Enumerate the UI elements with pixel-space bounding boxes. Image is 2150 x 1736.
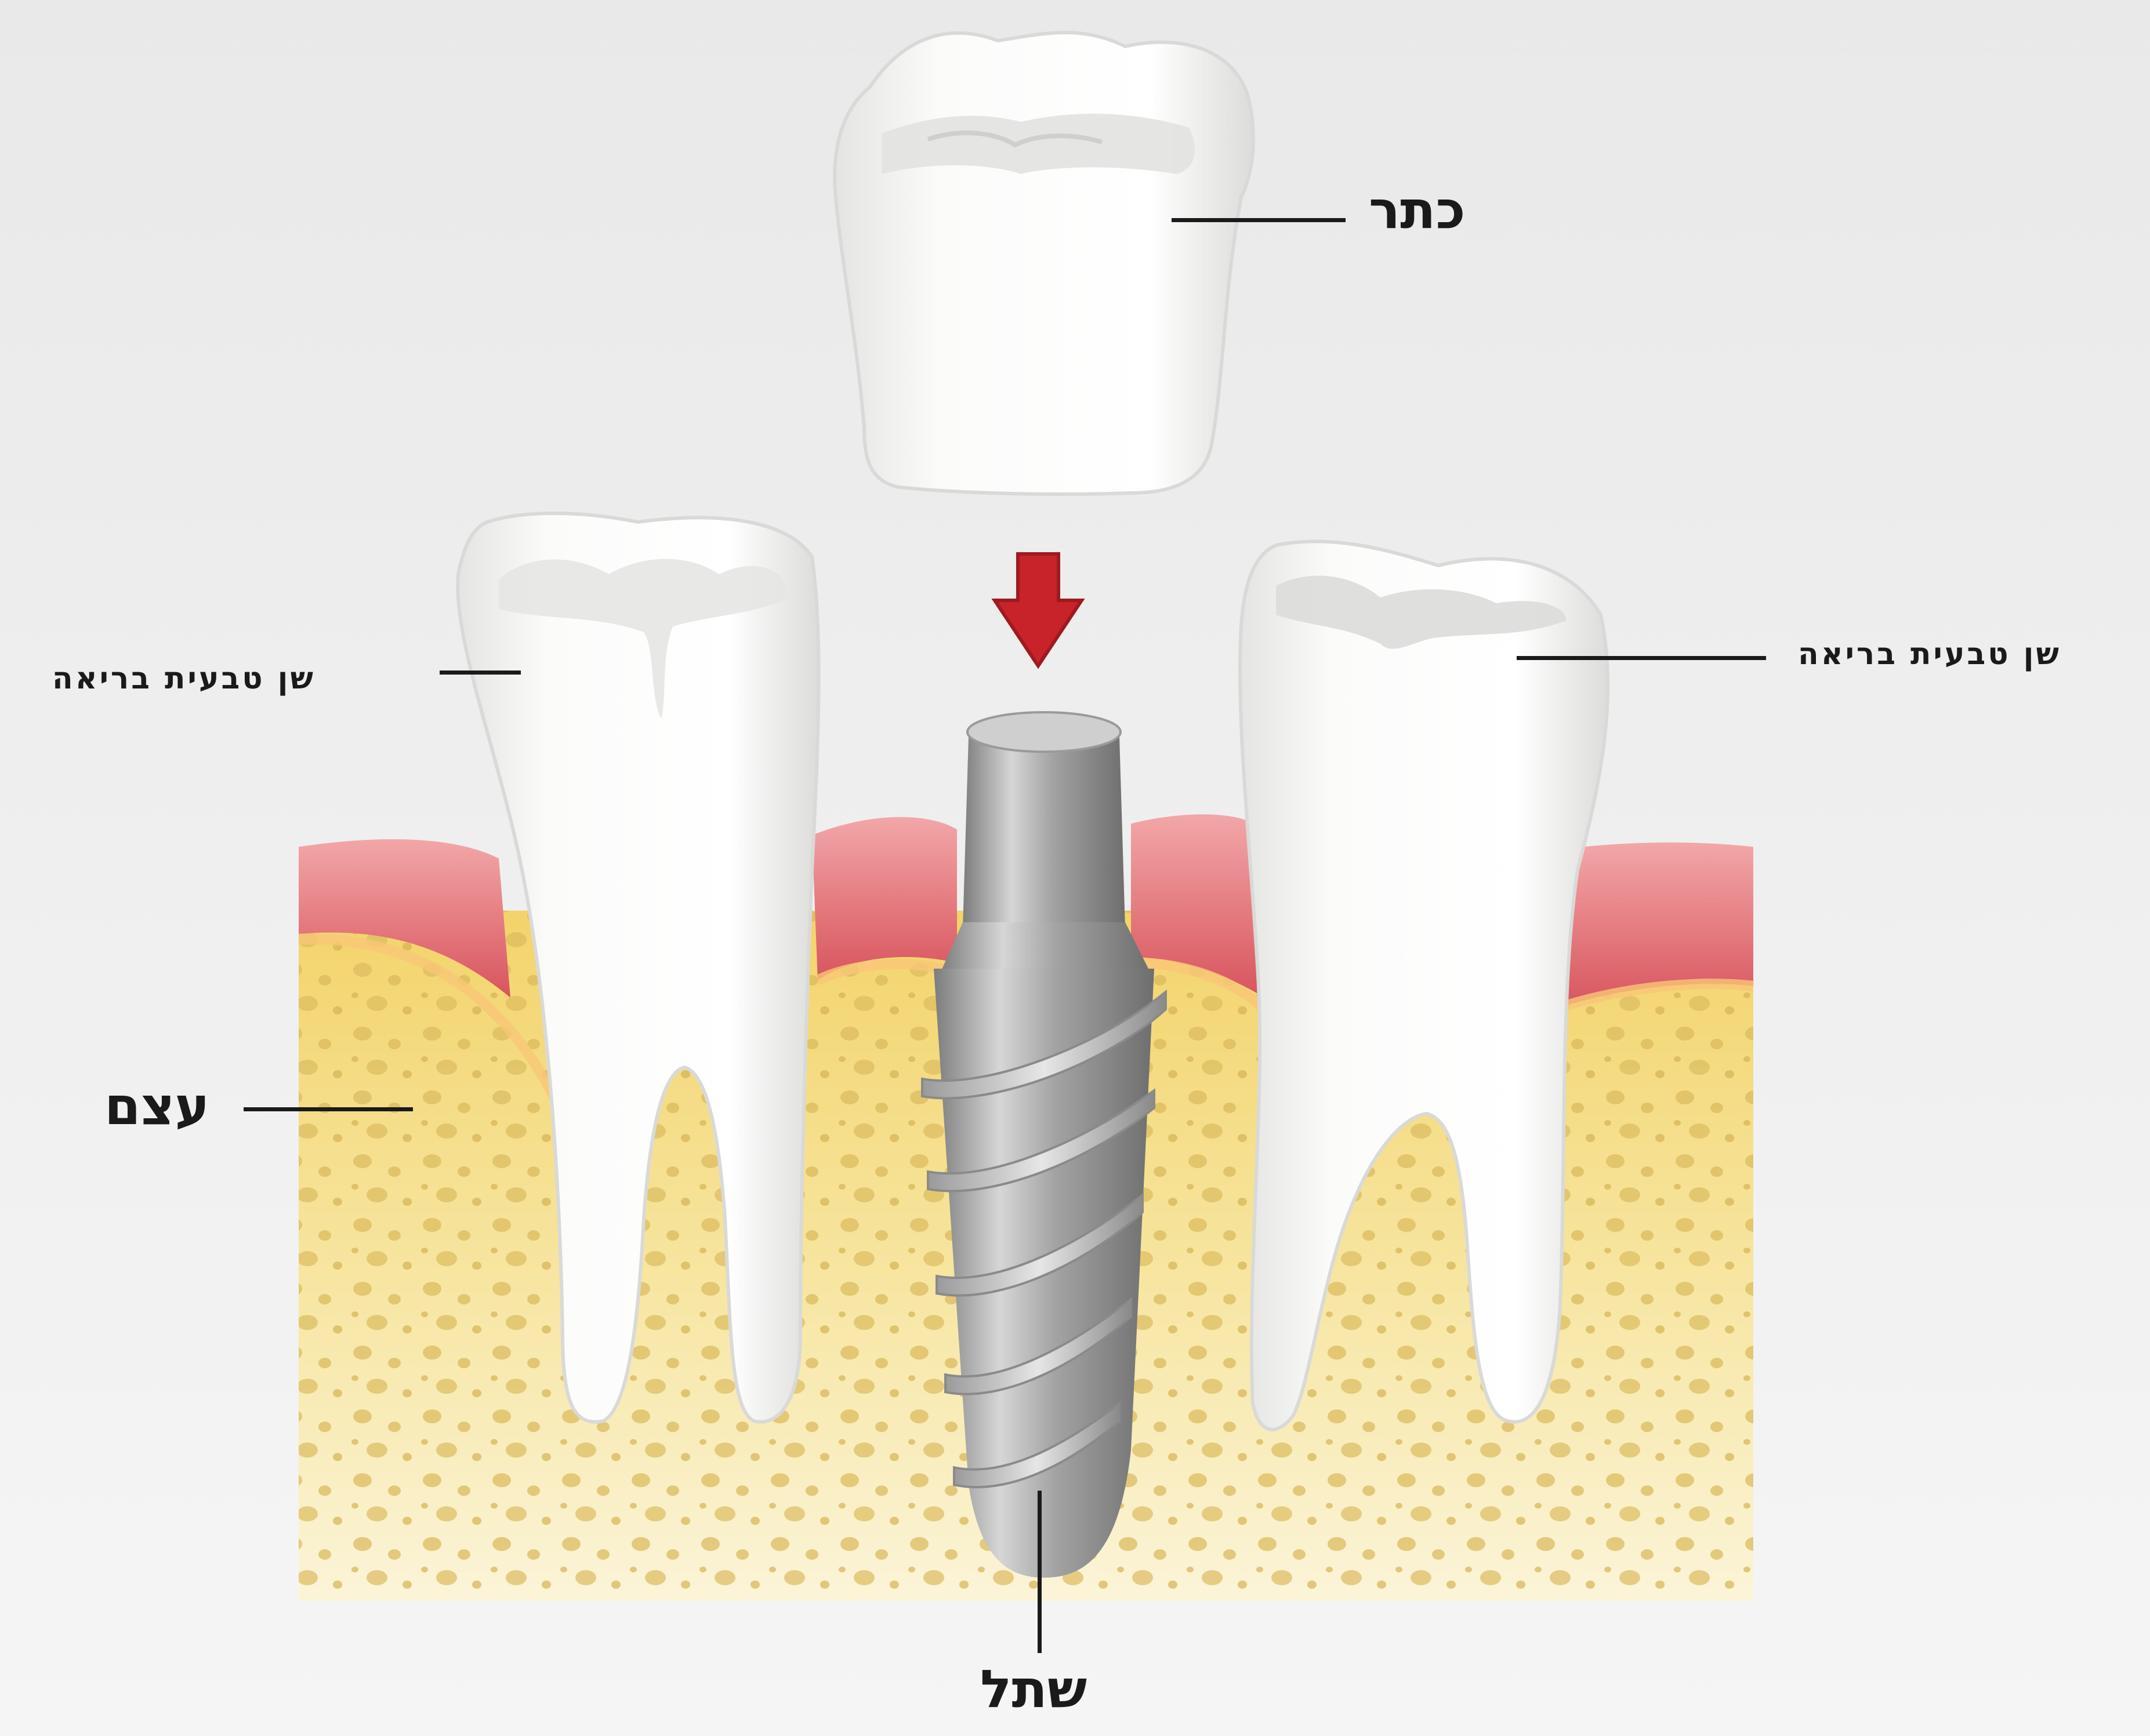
right-healthy-tooth-label: שן טבעית בריאה — [1798, 637, 2061, 672]
left-tooth — [456, 512, 821, 1424]
bone-ridge — [298, 934, 1754, 1105]
bone-leader-line — [244, 1107, 413, 1111]
insertion-arrow — [991, 552, 1085, 669]
left-healthy-tooth-label: שן טבעית בריאה — [52, 661, 316, 696]
gum-band — [299, 814, 1753, 1009]
implant-label: שתל — [980, 1659, 1087, 1720]
crown-leader-line — [1172, 218, 1346, 222]
crown-label: כתר — [1369, 180, 1466, 241]
implant-leader-line — [1038, 1491, 1042, 1653]
crown — [833, 31, 1255, 496]
right-tooth — [1238, 539, 1610, 1431]
implant — [921, 711, 1167, 1578]
implant-threads — [921, 989, 1167, 1488]
bone-label: עצם — [104, 1076, 210, 1137]
left-tooth-leader-line — [440, 671, 521, 675]
right-tooth-leader-line — [1517, 656, 1766, 660]
